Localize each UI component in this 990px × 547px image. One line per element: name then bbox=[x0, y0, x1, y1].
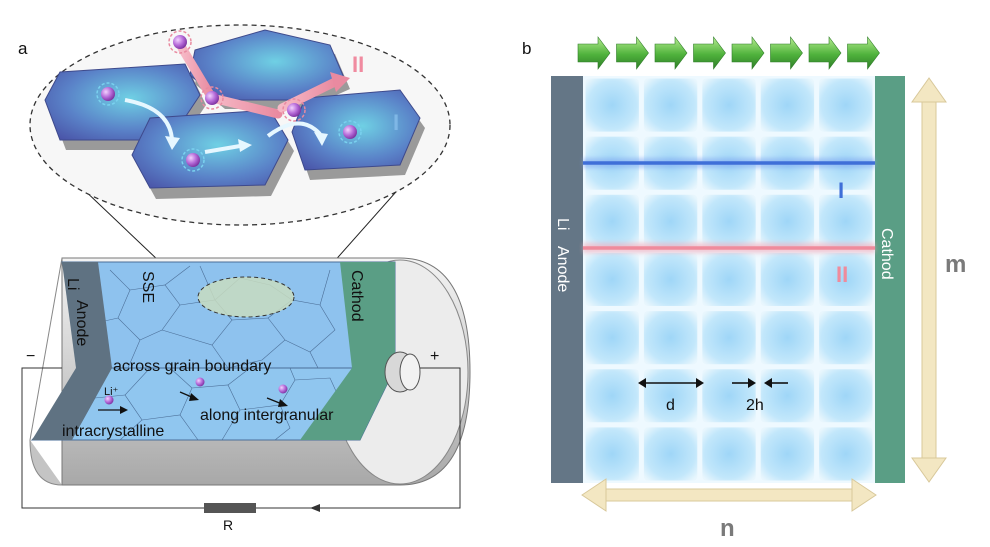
anode-floor bbox=[32, 368, 112, 440]
grid-cell bbox=[819, 427, 873, 481]
grid-cell bbox=[819, 78, 873, 132]
battery-cell bbox=[29, 257, 471, 486]
cell-anode-label: Anode bbox=[73, 300, 90, 346]
grid-cell bbox=[643, 427, 698, 481]
hop-arrow-2 bbox=[204, 144, 241, 154]
hop-arrow-3 bbox=[266, 121, 322, 138]
cell-ion-1 bbox=[104, 395, 114, 405]
zoom-label-one: I bbox=[393, 110, 399, 135]
zoom-label-two: II bbox=[352, 52, 364, 77]
grid-label-one: I bbox=[838, 178, 844, 203]
grid-cell bbox=[643, 252, 698, 306]
grid-cell bbox=[585, 252, 639, 306]
grid-cell bbox=[643, 369, 698, 423]
grid-cell bbox=[585, 427, 639, 481]
cell-ions bbox=[98, 377, 288, 414]
grid-cell bbox=[760, 427, 815, 481]
grid-cell bbox=[585, 311, 639, 365]
grid-cell bbox=[819, 252, 873, 306]
negative-terminal-label: − bbox=[26, 348, 35, 365]
positive-terminal-label: + bbox=[430, 348, 439, 365]
flow-arrow bbox=[654, 36, 688, 70]
cathode-back bbox=[340, 262, 395, 368]
axis-n-label: n bbox=[720, 515, 735, 542]
grid-cathode-label: Cathod bbox=[878, 228, 895, 280]
boundary-paths bbox=[177, 43, 350, 119]
grid-cell bbox=[702, 369, 756, 423]
zoom-ions bbox=[96, 30, 362, 172]
grid-cell bbox=[819, 194, 873, 248]
grid-cell bbox=[819, 369, 873, 423]
grid-cell bbox=[760, 194, 815, 248]
grid-cell bbox=[760, 252, 815, 306]
cell-ion-3 bbox=[278, 384, 288, 394]
grid-label-two: II bbox=[836, 262, 848, 287]
grid-cell bbox=[760, 78, 815, 132]
cell-cathode-label: Cathod bbox=[348, 270, 365, 322]
zoom-region bbox=[197, 276, 295, 318]
axis-n-arrow bbox=[581, 478, 877, 512]
resistor bbox=[204, 503, 256, 513]
cell-sse-label: SSE bbox=[139, 271, 156, 303]
flow-arrow bbox=[693, 36, 726, 70]
grain-right bbox=[291, 89, 425, 180]
resistor-label: R bbox=[223, 517, 233, 533]
flow-arrow bbox=[770, 36, 803, 70]
grid-cell bbox=[702, 427, 756, 481]
anode-back bbox=[62, 262, 112, 368]
grid-cell bbox=[643, 311, 698, 365]
dim-2h-label: 2h bbox=[746, 397, 764, 414]
flow-arrow bbox=[577, 36, 611, 70]
panel-b-label: b bbox=[522, 39, 531, 58]
li-ion-label: Li⁺ bbox=[104, 386, 119, 398]
ion-intra-start bbox=[101, 87, 115, 101]
grid-cells bbox=[583, 76, 875, 483]
cell-ion-2 bbox=[195, 377, 205, 387]
grid-cell bbox=[702, 78, 756, 132]
grid-cell bbox=[643, 78, 698, 132]
flow-arrow bbox=[847, 36, 880, 70]
path-across-label: across grain boundary bbox=[113, 358, 271, 375]
grain-bottom bbox=[131, 109, 294, 199]
grid-cathode-bar bbox=[875, 76, 905, 483]
cathode-floor bbox=[300, 368, 395, 440]
grid-cell bbox=[585, 78, 639, 132]
grid-anode-bar bbox=[551, 76, 583, 483]
grid-cell bbox=[643, 194, 698, 248]
grid-cell bbox=[760, 369, 815, 423]
grain-hexagons bbox=[44, 29, 425, 199]
dim-d-label: d bbox=[666, 397, 675, 414]
panel-a-label: a bbox=[18, 39, 28, 58]
grid-cell bbox=[702, 311, 756, 365]
path-along-label: along intergranular bbox=[200, 407, 334, 424]
grid-cell bbox=[760, 311, 815, 365]
ion-bulk-end bbox=[343, 125, 357, 139]
flow-arrow bbox=[731, 36, 765, 70]
grid-cell bbox=[702, 252, 756, 306]
dimension-2h bbox=[732, 378, 788, 388]
grid-anode-label: Anode bbox=[554, 246, 571, 292]
ion-boundary-junction bbox=[205, 91, 219, 105]
ion-bulk-middle bbox=[186, 153, 200, 167]
flow-arrow bbox=[616, 36, 649, 70]
flow-arrow bbox=[808, 36, 842, 70]
dimension-d bbox=[638, 378, 704, 388]
axis-m-label: m bbox=[945, 251, 966, 278]
ion-boundary-start bbox=[173, 35, 187, 49]
path-intra-label: intracrystalline bbox=[62, 423, 164, 440]
flow-arrows bbox=[577, 36, 880, 70]
grid-cell bbox=[819, 311, 873, 365]
grid-cell bbox=[702, 194, 756, 248]
grid-cell bbox=[585, 369, 639, 423]
axis-m-arrow bbox=[911, 77, 947, 483]
hop-arrow-1 bbox=[124, 98, 174, 141]
ion-boundary-end bbox=[287, 103, 301, 117]
grid-li-label: Li bbox=[554, 218, 571, 230]
external-circuit bbox=[21, 367, 461, 513]
grid-cell bbox=[585, 194, 639, 248]
cell-li-label: Li bbox=[64, 278, 81, 290]
hopping-arrows bbox=[124, 98, 328, 154]
